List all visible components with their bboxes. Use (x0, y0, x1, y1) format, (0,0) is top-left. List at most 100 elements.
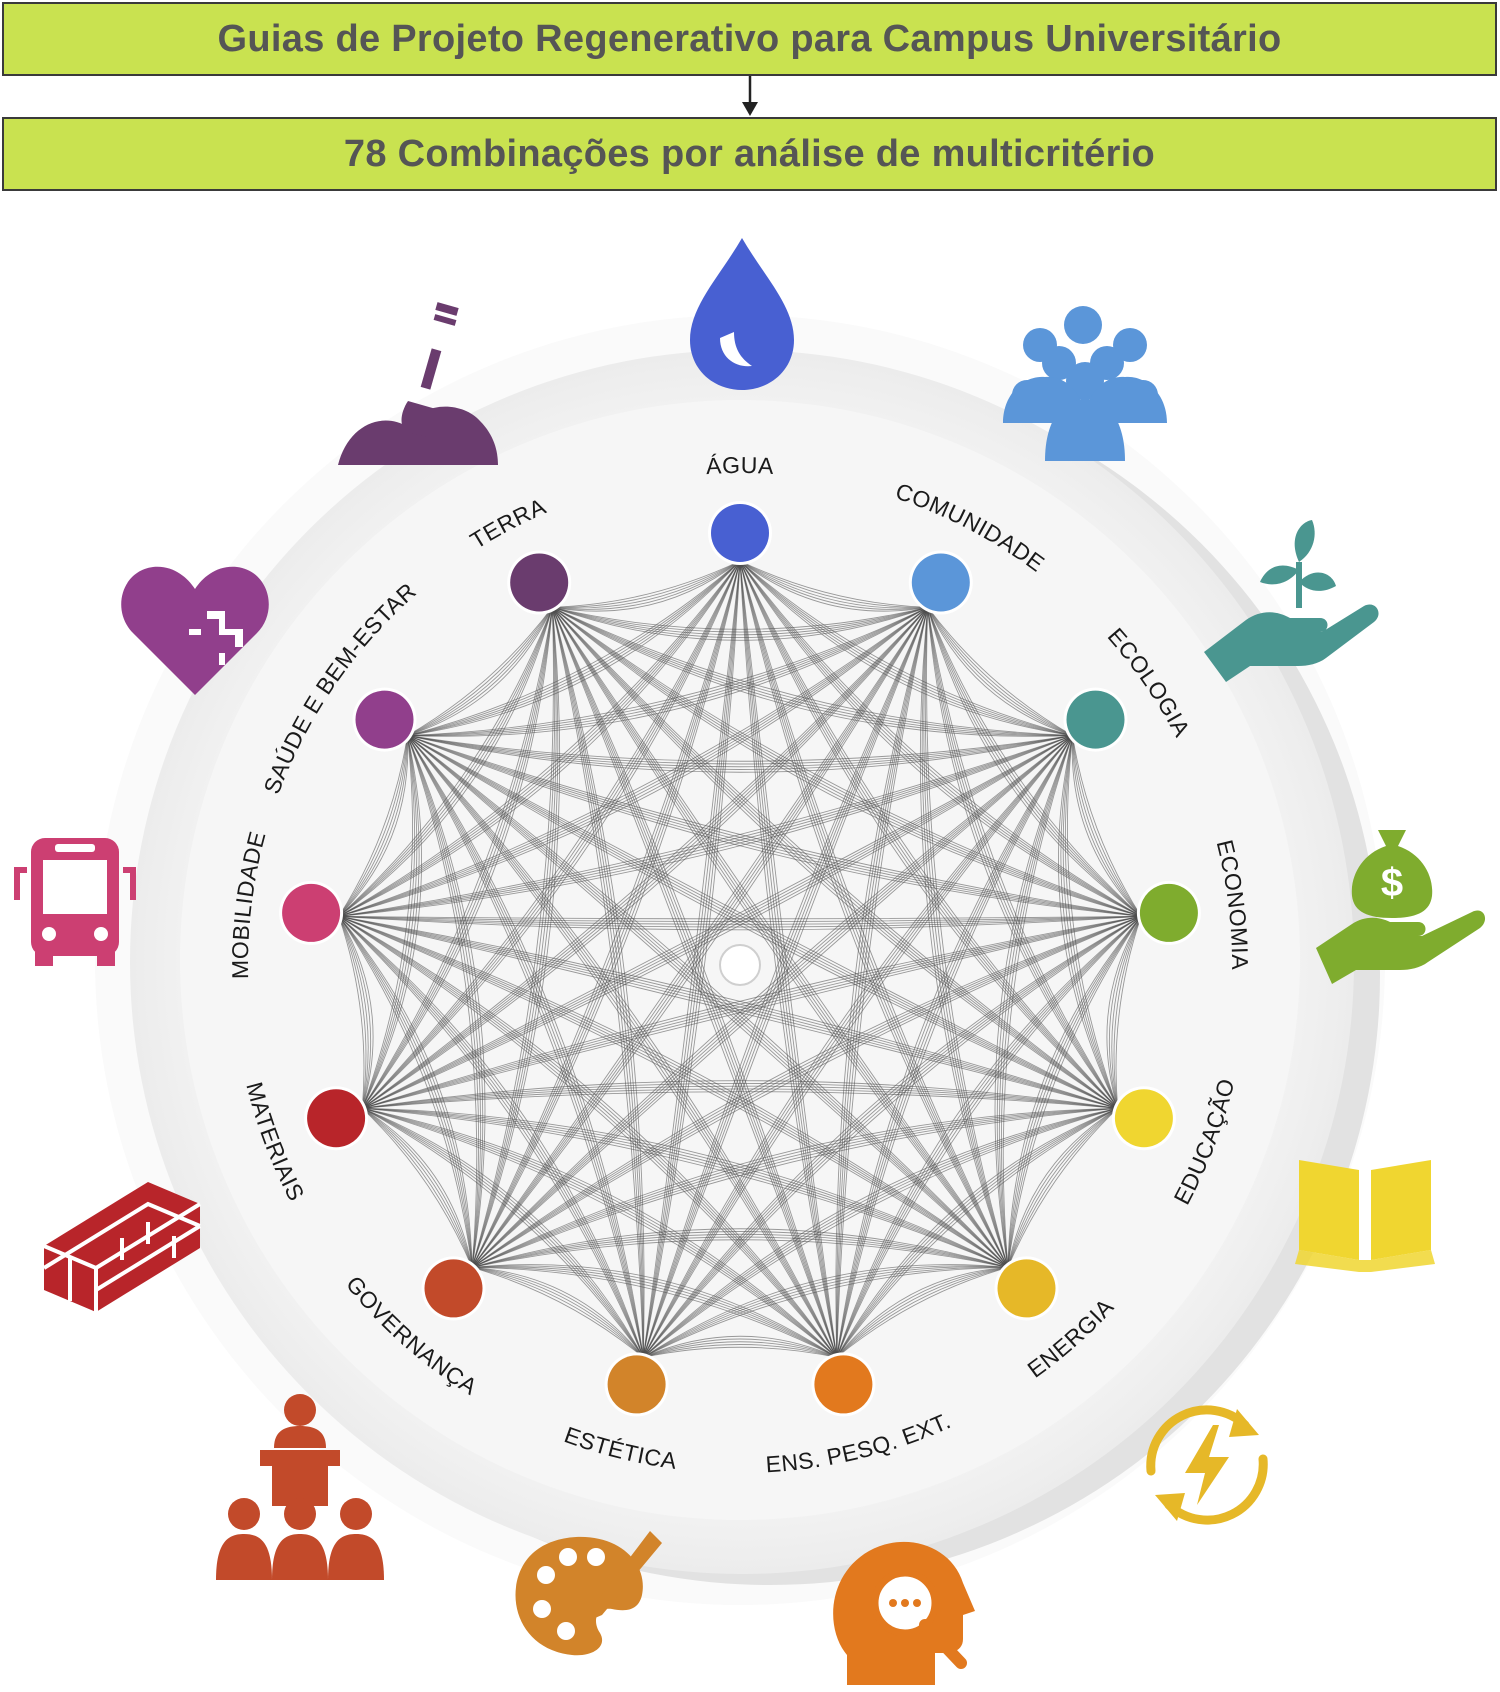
edge-estetica-terra (551, 607, 645, 1358)
node-ecologia (1066, 690, 1125, 749)
edge-ens-pesq-ext-terra (551, 607, 838, 1358)
edge-materiais-terra (361, 607, 553, 1109)
edge-agua-materiais (361, 560, 741, 1109)
edge-educacao-governanca (471, 1107, 1118, 1268)
edge-comunidade-materiais (362, 606, 929, 1109)
edge-agua-terra (552, 560, 741, 609)
edge-ens-pesq-ext-materiais (362, 1107, 837, 1358)
edge-agua-saude-e-bem-estar (407, 560, 741, 736)
edge-economia-materiais (362, 915, 1142, 1109)
edge-materiais-mobilidade (338, 916, 372, 1109)
edge-estetica-governanca (472, 1266, 644, 1358)
node-economia (1139, 883, 1198, 942)
title-text: Guias de Projeto Regenerativo para Campu… (217, 17, 1282, 60)
edge-energia-estetica (643, 1266, 1008, 1358)
edge-energia-governanca (471, 1231, 1009, 1268)
edge-agua-comunidade (739, 560, 928, 610)
edge-governanca-materiais (362, 1107, 473, 1268)
edge-ecologia-energia (996, 735, 1073, 1268)
edge-agua-ens-pesq-ext (739, 560, 838, 1358)
edge-estetica-materiais (362, 1107, 644, 1358)
edge-ens-pesq-ext-estetica (643, 1338, 837, 1358)
edge-economia-educacao (1111, 916, 1142, 1109)
edge-comunidade-ens-pesq-ext (836, 607, 929, 1358)
edge-comunidade-terra (552, 606, 928, 633)
edge-materiais-terra (361, 607, 553, 1109)
edge-ens-pesq-ext-mobilidade (338, 915, 838, 1358)
edge-comunidade-estetica (642, 607, 929, 1358)
edge-mobilidade-terra (338, 607, 553, 917)
edge-ecologia-terra (552, 606, 1073, 736)
edge-estetica-governanca (472, 1266, 644, 1358)
svg-text:$: $ (1381, 861, 1403, 905)
edge-educacao-materiais (362, 1091, 1118, 1109)
edge-ecologia-ens-pesq-ext (836, 735, 1073, 1358)
node-agua (711, 504, 769, 562)
edge-estetica-governanca (471, 1266, 644, 1358)
node-governanca (424, 1259, 483, 1318)
edge-comunidade-ecologia (927, 607, 1073, 736)
edge-materiais-mobilidade (338, 916, 369, 1109)
edge-ens-pesq-ext-saude-e-bem-estar (407, 735, 838, 1358)
edge-ecologia-economia (1072, 735, 1142, 917)
edge-agua-comunidade (739, 560, 928, 608)
edge-estetica-governanca (472, 1266, 644, 1358)
edge-materiais-terra (361, 607, 553, 1109)
edge-agua-governanca (471, 560, 741, 1268)
edge-comunidade-energia (919, 607, 1009, 1268)
edge-agua-estetica (642, 560, 741, 1358)
node-estetica (607, 1355, 666, 1414)
edge-agua-ecologia (739, 560, 1073, 736)
edge-economia-terra (552, 606, 1142, 917)
edge-educacao-ens-pesq-ext (836, 1107, 1118, 1358)
edge-educacao-energia (1007, 1107, 1119, 1268)
edge-agua-terra (552, 560, 741, 610)
edge-estetica-mobilidade (338, 915, 644, 1358)
edge-comunidade-ens-pesq-ext (836, 607, 929, 1358)
edge-ens-pesq-ext-terra (551, 607, 838, 1358)
open-book-icon (1295, 1160, 1435, 1272)
edge-energia-estetica (643, 1266, 1008, 1358)
edge-agua-ecologia (739, 560, 1073, 736)
edge-educacao-ens-pesq-ext (836, 1107, 1118, 1358)
edge-ecologia-terra (552, 606, 1073, 736)
edge-governanca-materiais (362, 1107, 473, 1268)
edge-agua-terra (552, 560, 741, 612)
edge-comunidade-economia (927, 607, 1142, 917)
edge-agua-ecologia (739, 560, 1073, 736)
edge-educacao-terra (551, 606, 1118, 1109)
edge-energia-materiais (362, 1107, 1009, 1268)
edge-ecologia-estetica (642, 735, 1073, 1358)
edge-energia-terra (551, 607, 1009, 1268)
edge-economia-materiais (362, 915, 1142, 1109)
edge-saude-e-bem-estar-terra (407, 607, 553, 736)
edge-energia-saude-e-bem-estar (407, 735, 1009, 1268)
edge-ecologia-educacao (1067, 735, 1119, 1109)
edge-energia-governanca (471, 1233, 1009, 1268)
node-educacao (1114, 1089, 1173, 1148)
edge-ens-pesq-ext-terra (551, 607, 838, 1358)
edge-economia-mobilidade (338, 915, 1142, 928)
head-search-icon (833, 1541, 975, 1685)
edge-energia-materiais (362, 1107, 1009, 1268)
edge-estetica-saude-e-bem-estar (407, 735, 644, 1358)
edge-economia-terra (552, 606, 1142, 917)
edge-comunidade-saude-e-bem-estar (407, 606, 928, 737)
edge-comunidade-ecologia (927, 607, 1073, 736)
edge-energia-mobilidade (338, 915, 1009, 1268)
edge-ecologia-ens-pesq-ext (836, 735, 1073, 1358)
edge-governanca-materiais (361, 1107, 473, 1268)
edge-economia-terra (552, 606, 1142, 917)
edge-governanca-materiais (362, 1107, 473, 1268)
edge-agua-governanca (471, 560, 741, 1268)
edge-educacao-ens-pesq-ext (836, 1107, 1118, 1358)
edge-ecologia-materiais (362, 735, 1073, 1109)
edge-governanca-terra (471, 607, 556, 1268)
edge-economia-saude-e-bem-estar (407, 735, 1142, 917)
edge-economia-mobilidade (338, 915, 1142, 925)
edge-agua-saude-e-bem-estar (407, 560, 741, 736)
edge-agua-economia (739, 560, 1142, 917)
edge-estetica-mobilidade (338, 915, 644, 1358)
node-materiais (307, 1089, 366, 1148)
edge-ecologia-estetica (642, 735, 1073, 1358)
